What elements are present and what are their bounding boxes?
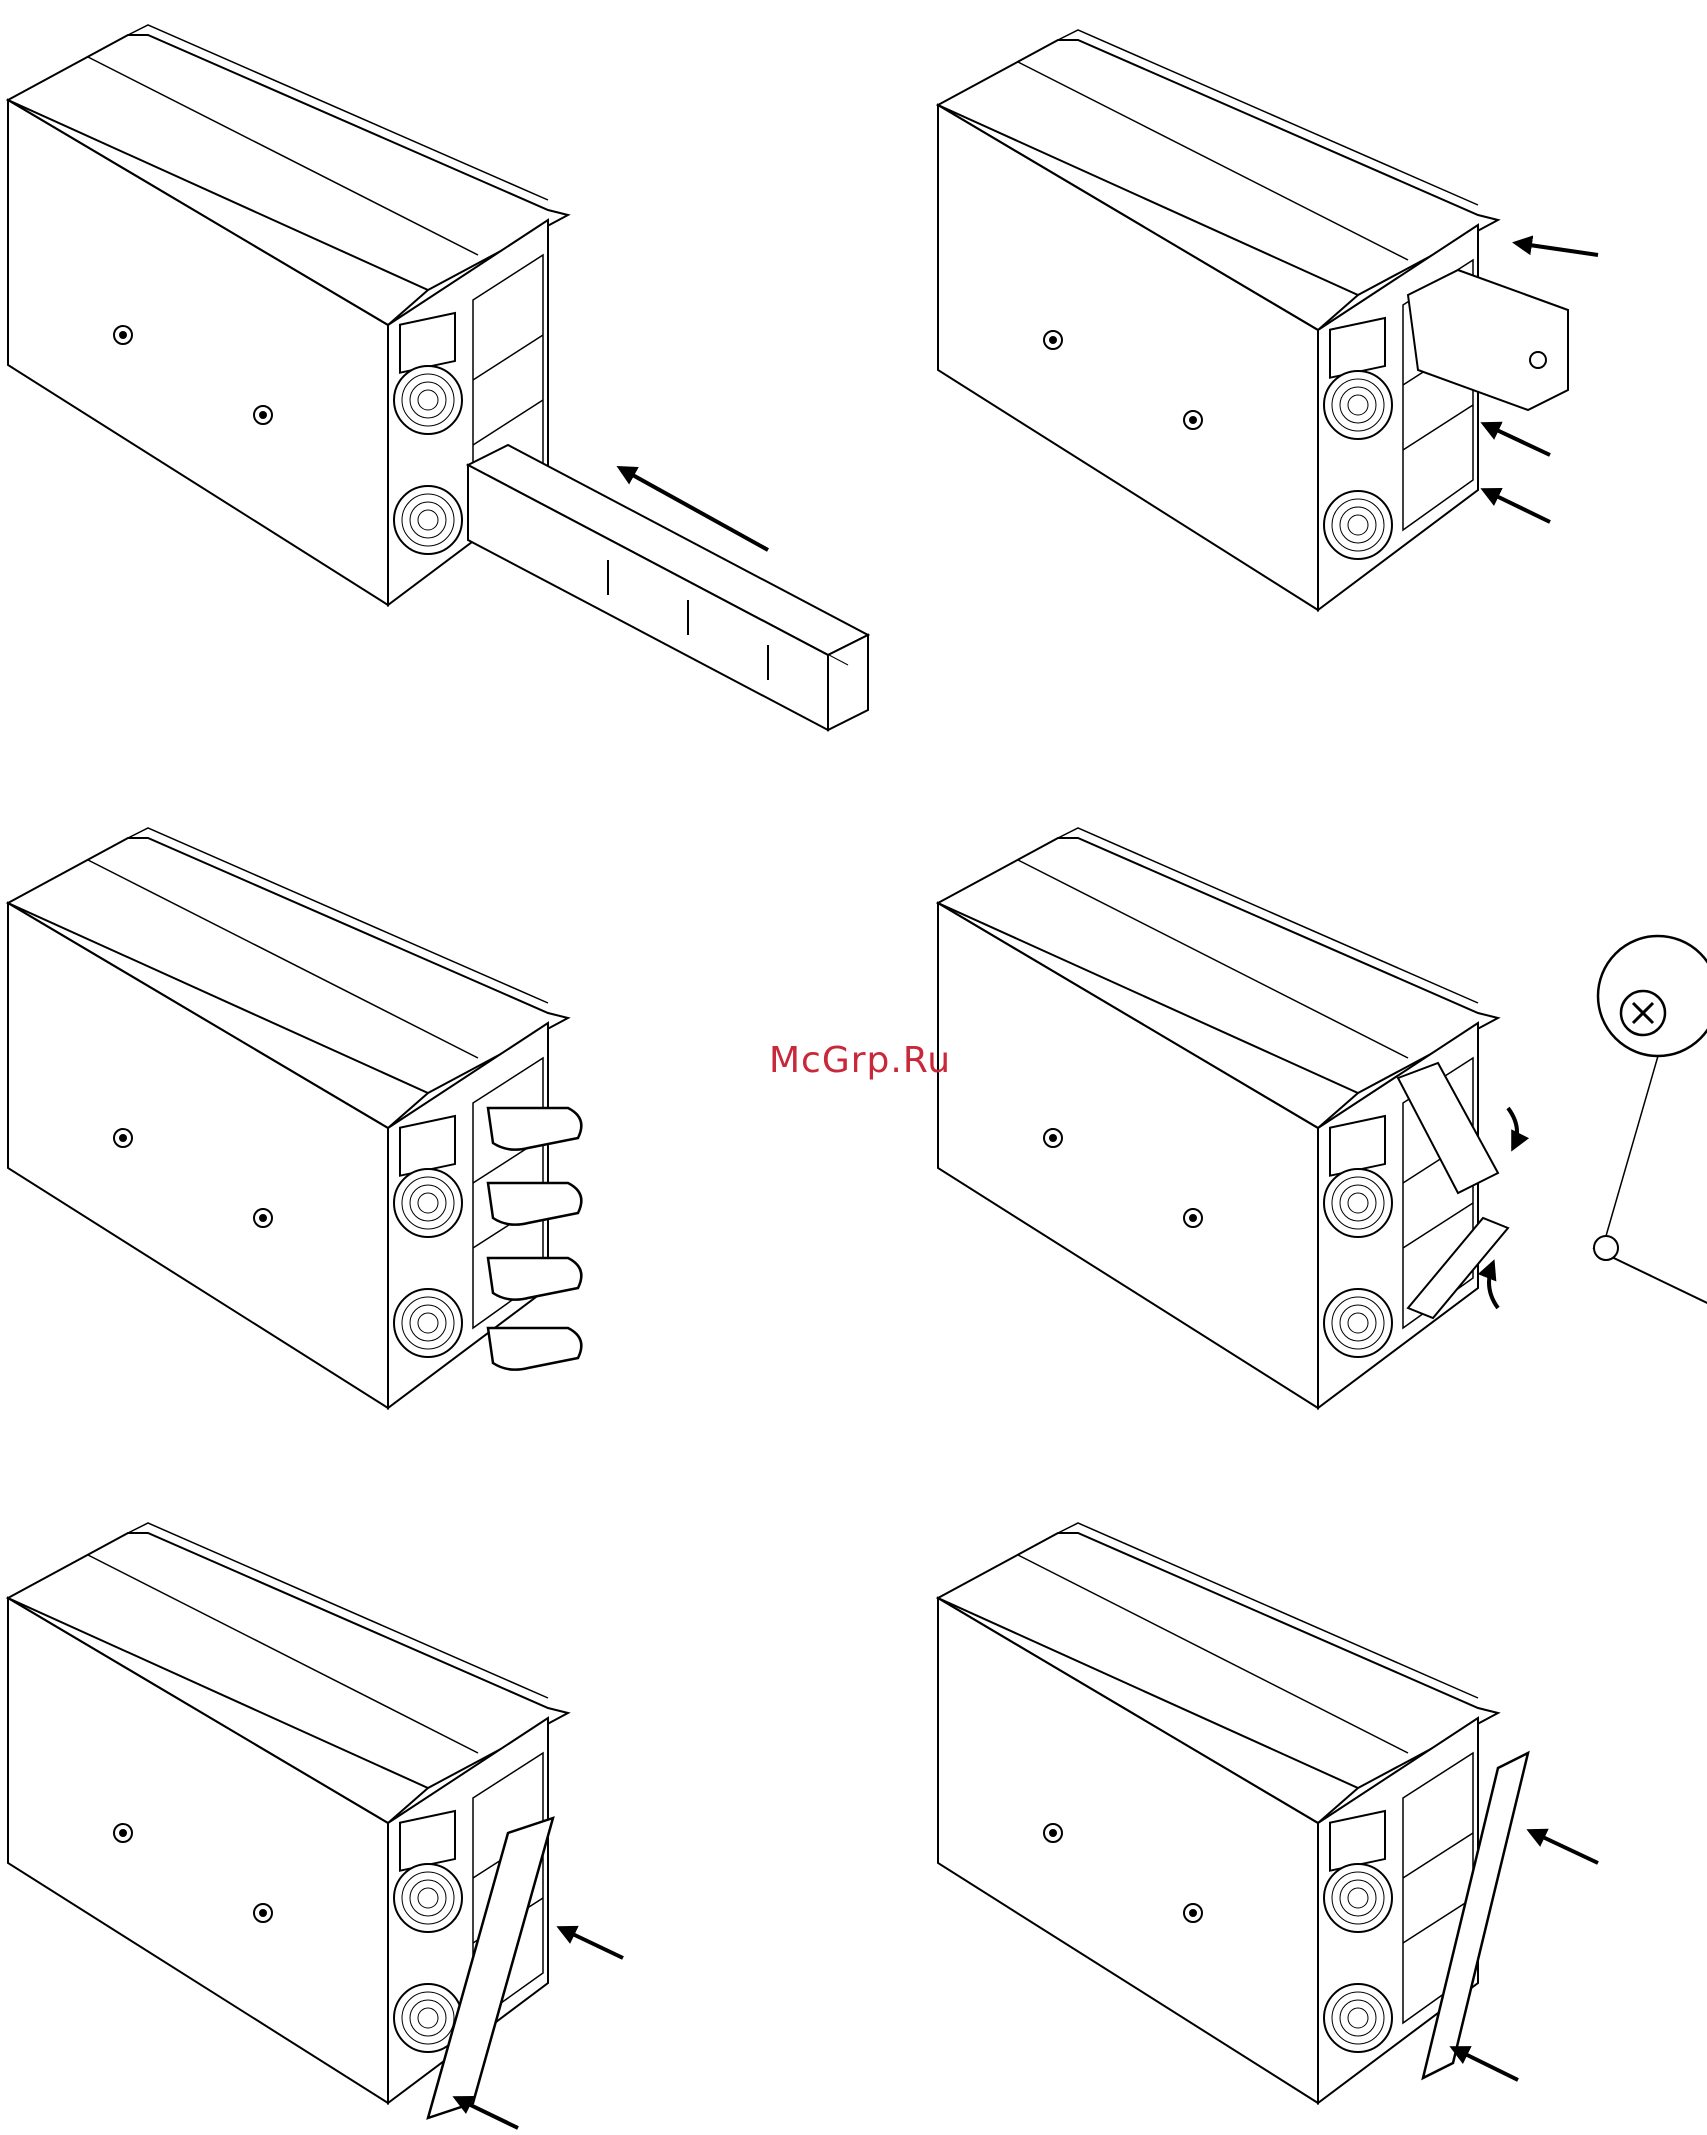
panel-press-connectors [8,828,581,1408]
arrow-bottom-module [1484,490,1550,522]
hand-icon-3 [488,1258,581,1300]
hand-icon-2 [488,1183,581,1225]
rotate-up-arrow [1489,1263,1498,1308]
bezel-arrow-lower-right [1453,2048,1518,2080]
arrow-middle-module [1484,424,1550,455]
panel-attach-bracket-screws [938,828,1707,1408]
watermark-text: McGrp.Ru [760,1040,960,1081]
panel-insert-three-modules [938,30,1598,610]
bezel-arrow-lower [456,2098,518,2128]
panel-attach-front-bezel-left [8,1523,623,2128]
panel-attach-front-bezel-right [938,1523,1598,2103]
hand-icon-1 [488,1108,581,1150]
hand-icon-4 [488,1328,581,1370]
bezel-arrow-upper-right [1530,1831,1598,1863]
arrow-top-module [1516,243,1598,255]
bezel-arrow-upper [560,1928,623,1958]
panel-install-battery-slide-in [8,25,868,730]
rotate-down-arrow [1508,1108,1517,1148]
